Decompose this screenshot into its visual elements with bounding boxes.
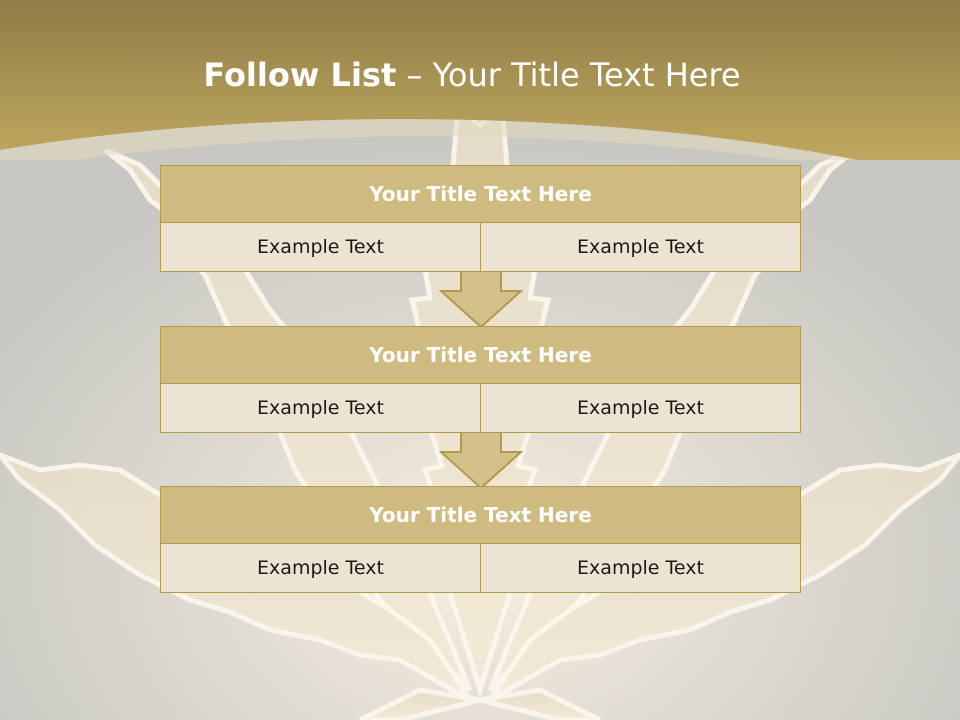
- slide-title-bold: Follow List: [203, 56, 397, 94]
- step-title: Your Title Text Here: [160, 165, 801, 223]
- step-right-text: Example Text: [480, 222, 801, 272]
- slide-title: Follow List – Your Title Text Here: [0, 52, 944, 98]
- down-arrow-icon: [439, 432, 523, 490]
- step-left-text: Example Text: [160, 543, 481, 593]
- step-title: Your Title Text Here: [160, 486, 801, 544]
- down-arrow-icon: [439, 271, 523, 329]
- step-right-text: Example Text: [480, 383, 801, 433]
- step-left-text: Example Text: [160, 222, 481, 272]
- slide-title-rest: – Your Title Text Here: [396, 56, 741, 94]
- step-right-text: Example Text: [480, 543, 801, 593]
- header-band: [0, 0, 960, 160]
- step-left-text: Example Text: [160, 383, 481, 433]
- step-title: Your Title Text Here: [160, 326, 801, 384]
